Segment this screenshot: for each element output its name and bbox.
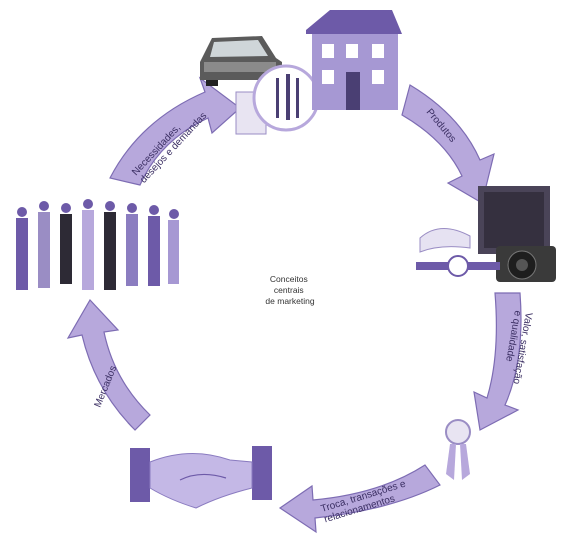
- house-icon: [306, 10, 402, 110]
- center-line2: centrais: [274, 285, 304, 295]
- ribbon-icon: [445, 419, 471, 480]
- crowd-icon: [16, 199, 179, 290]
- car-icon: [200, 36, 282, 86]
- watch-icon: [416, 228, 500, 277]
- arrow-products: Produtos: [401, 84, 495, 204]
- arrow-needs: Necessidades, desejos e demandas: [109, 76, 241, 186]
- arrow-markets: Mercados: [66, 298, 151, 431]
- handshake-icon: [130, 446, 272, 509]
- tableware-icon: [235, 64, 320, 135]
- camera-icon: [496, 246, 556, 282]
- svg-text:Conceitos centrais: Conceitos centrais de marketing: [265, 274, 314, 306]
- center-line1: Conceitos: [270, 274, 308, 284]
- arrow-value: Valor, satisfação e qualidade: [473, 292, 534, 431]
- arrow-exchange: Troca, transações e relacionamentos: [278, 464, 441, 534]
- monitor-icon: [478, 186, 550, 254]
- center-line3: de marketing: [265, 296, 314, 306]
- center-label: Conceitos centrais de marketing: [265, 274, 314, 306]
